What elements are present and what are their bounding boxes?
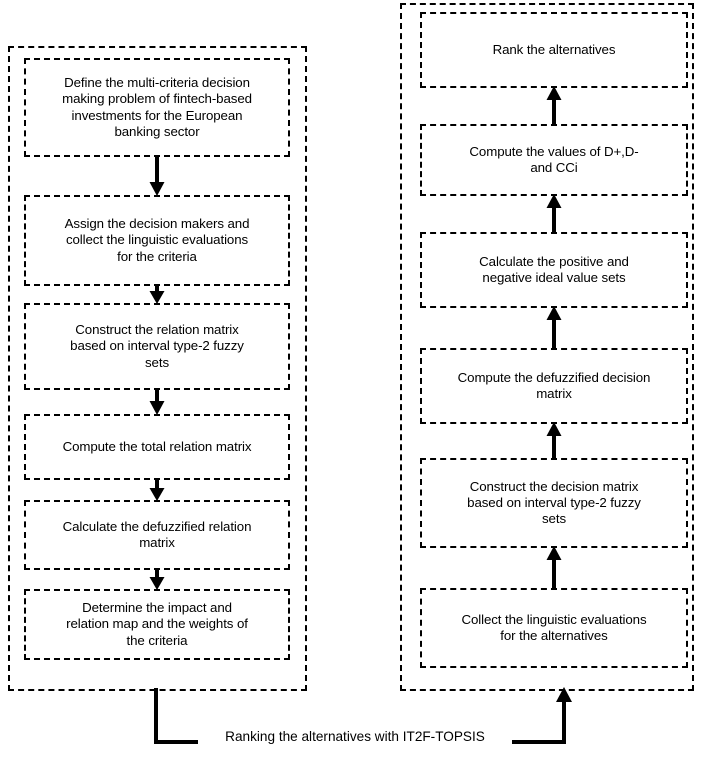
step-label: Collect the linguistic evaluations for t… (461, 611, 647, 643)
feedback-connector-label: Ranking the alternatives with IT2F-TOPSI… (198, 729, 512, 745)
step-label: Define the multi-criteria decision makin… (62, 75, 252, 139)
process-step-compute-d-values-cci[interactable]: Compute the values of D+,D- and CCi (420, 124, 688, 196)
arrow-down-l3-to-l4 (146, 388, 168, 416)
arrow-up-r1-to-r2 (543, 546, 565, 590)
step-label: Rank the alternatives (492, 41, 616, 57)
group-container-alternative-ranking (400, 3, 694, 691)
process-step-calculate-ideal-value-sets[interactable]: Calculate the positive and negative idea… (420, 232, 688, 308)
process-step-collect-evaluations-alternatives[interactable]: Collect the linguistic evaluations for t… (420, 588, 688, 668)
arrow-up-r5-to-r6 (543, 86, 565, 126)
arrow-down-l2-to-l3 (146, 284, 168, 305)
step-label: Compute the values of D+,D- and CCi (469, 143, 639, 175)
process-step-compute-total-relation-matrix[interactable]: Compute the total relation matrix (24, 414, 290, 480)
process-step-define-problem[interactable]: Define the multi-criteria decision makin… (24, 58, 290, 157)
process-step-determine-impact-relation-map[interactable]: Determine the impact and relation map an… (24, 589, 290, 660)
process-step-compute-defuzzified-decision-matrix[interactable]: Compute the defuzzified decision matrix (420, 348, 688, 424)
process-step-calculate-defuzzified-relation-matrix[interactable]: Calculate the defuzzified relation matri… (24, 500, 290, 570)
arrow-down-l1-to-l2 (146, 155, 168, 197)
arrow-up-r4-to-r5 (543, 194, 565, 234)
arrow-up-r3-to-r4 (543, 306, 565, 350)
arrow-down-l5-to-l6 (146, 568, 168, 591)
process-step-rank-alternatives[interactable]: Rank the alternatives (420, 12, 688, 88)
step-label: Calculate the defuzzified relation matri… (62, 518, 252, 550)
step-label: Calculate the positive and negative idea… (479, 253, 629, 285)
step-label: Compute the defuzzified decision matrix (457, 369, 651, 401)
step-label: Determine the impact and relation map an… (66, 600, 248, 648)
arrow-up-r2-to-r3 (543, 422, 565, 460)
process-step-construct-decision-matrix[interactable]: Construct the decision matrix based on i… (420, 458, 688, 548)
step-label: Assign the decision makers and collect t… (64, 216, 250, 264)
step-label: Compute the total relation matrix (62, 438, 252, 454)
feedback-connector-arrow (140, 686, 580, 757)
process-step-construct-relation-matrix[interactable]: Construct the relation matrix based on i… (24, 303, 290, 390)
step-label: Construct the relation matrix based on i… (70, 322, 244, 370)
arrow-down-l4-to-l5 (146, 478, 168, 502)
step-label: Construct the decision matrix based on i… (467, 478, 641, 527)
process-step-assign-decision-makers[interactable]: Assign the decision makers and collect t… (24, 195, 290, 286)
